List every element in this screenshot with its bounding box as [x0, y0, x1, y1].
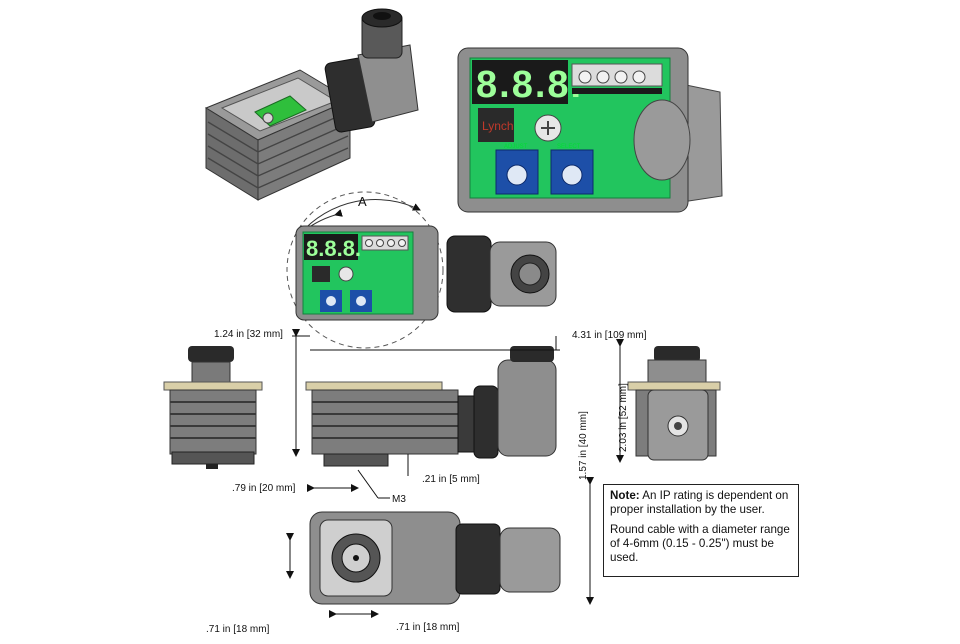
button-label-select: SELECT — [557, 144, 581, 150]
dim-thread: M3 — [392, 494, 406, 505]
side-view-center — [305, 346, 557, 467]
dimension-lines — [286, 329, 624, 618]
dim-step: .21 in [5 mm] — [422, 474, 480, 485]
front-panel-view: 8.8.8. Lynch ADJUST SELECT — [457, 47, 723, 213]
detail-view-a: A 8.8.8. — [286, 191, 557, 349]
view-label-a: A — [358, 194, 367, 209]
installation-note: Note: An IP rating is dependent on prope… — [603, 484, 799, 577]
end-view-right — [627, 346, 721, 461]
note-line-1: Note: An IP rating is dependent on prope… — [610, 489, 792, 517]
dim-length-overall: 4.31 in [109 mm] — [572, 330, 647, 341]
iso-housing-view — [204, 8, 419, 201]
dim-side-height: 2.03 in [52 mm] — [618, 383, 629, 452]
dim-bottom-width: .71 in [18 mm] — [396, 622, 460, 633]
dim-height-overall: 1.24 in [32 mm] — [214, 329, 283, 340]
logo-text: Lynch — [482, 119, 514, 133]
display-digits-large: 8.8.8. — [476, 64, 583, 106]
end-view-left — [163, 346, 263, 469]
note-text-1: An IP rating is dependent on proper inst… — [610, 489, 789, 516]
note-bold: Note: — [610, 489, 640, 502]
dim-depth: 1.57 in [40 mm] — [578, 411, 589, 480]
button-label-adjust: ADJUST — [504, 144, 528, 150]
display-digits-small: 8.8.8. — [306, 236, 361, 261]
bottom-view — [309, 511, 561, 605]
dim-bottom-height: .71 in [18 mm] — [206, 624, 270, 635]
note-line-2: Round cable with a diameter range of 4-6… — [610, 523, 790, 564]
dim-stud-offset: .79 in [20 mm] — [232, 483, 296, 494]
